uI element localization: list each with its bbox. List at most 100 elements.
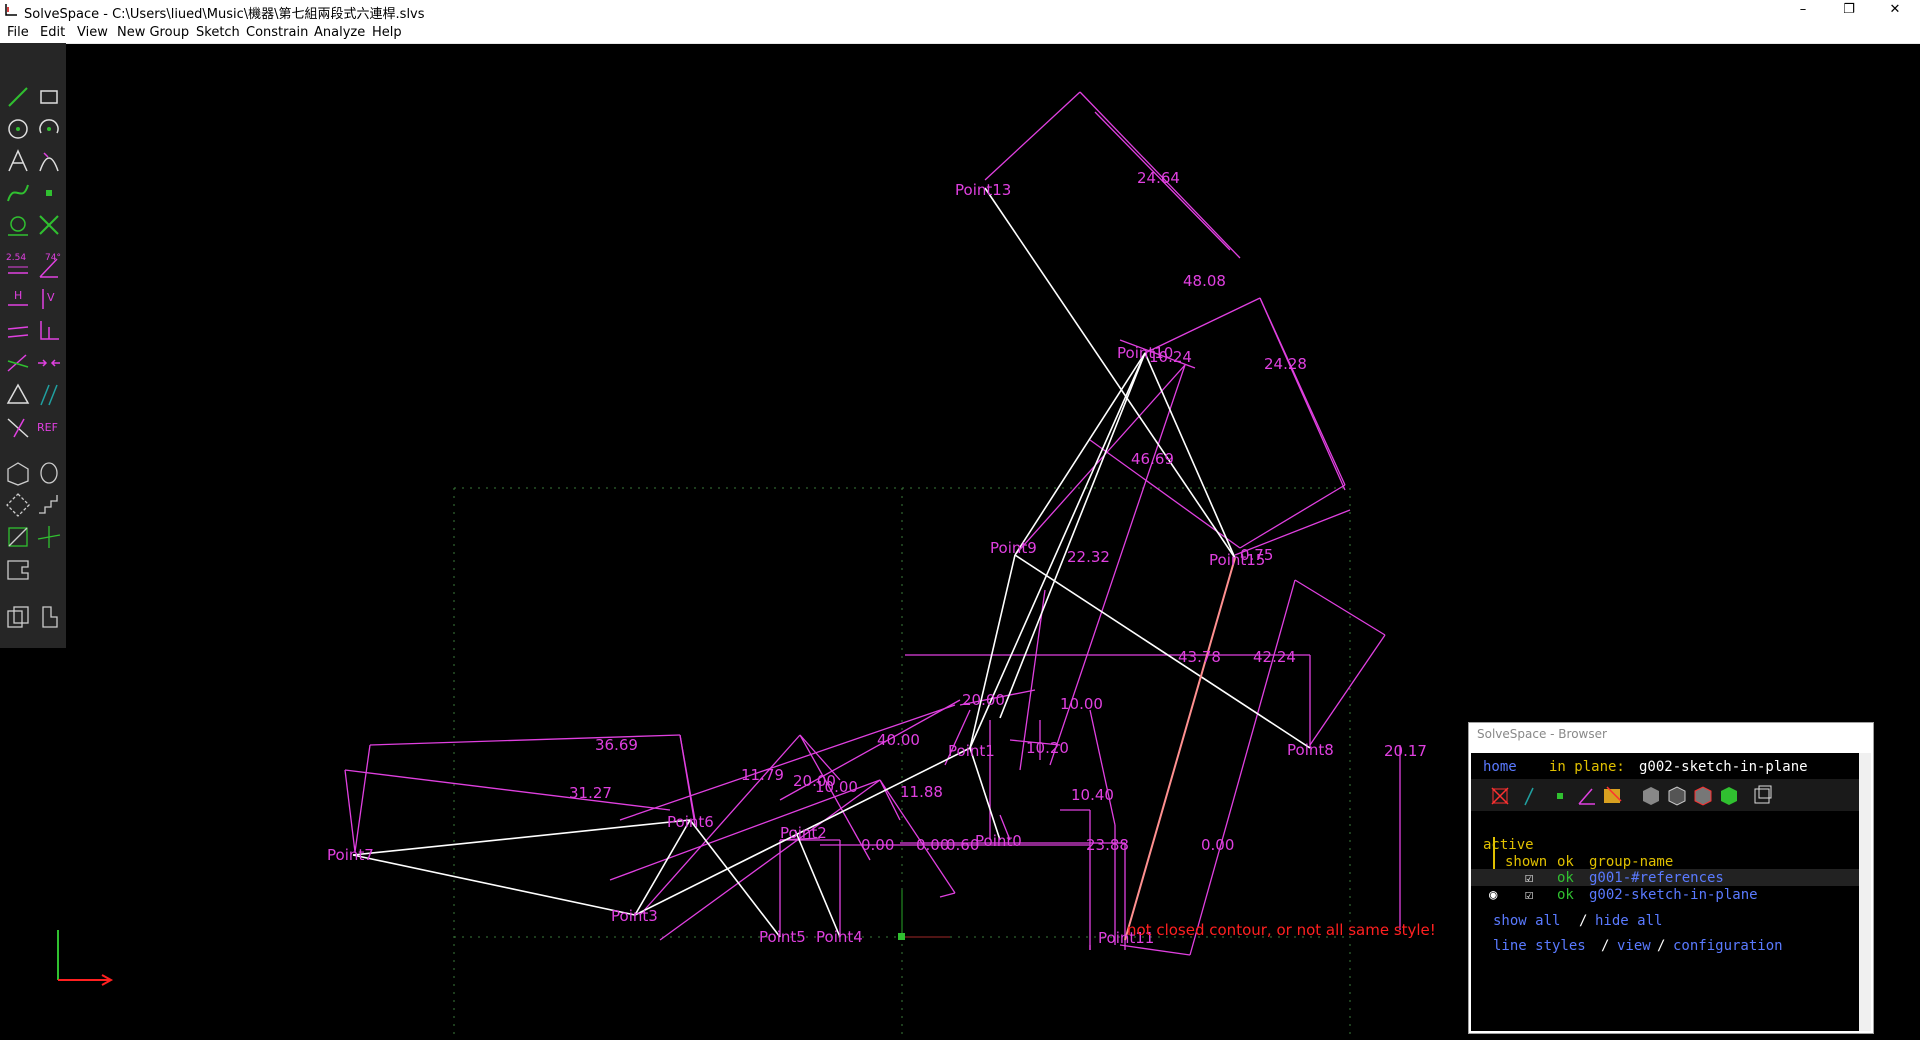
home-link[interactable]: home [1483, 759, 1517, 775]
dimension-value: 10.00 [815, 778, 858, 796]
menu-constrain[interactable]: Constrain [246, 25, 309, 40]
sketch-canvas[interactable]: Point13 Point10 Point9 Point15 Point8 Po… [0, 43, 1920, 1040]
show-mesh-icon[interactable] [1717, 783, 1741, 807]
group-shown-checkbox[interactable]: ☑ [1525, 887, 1534, 903]
point-tool-icon[interactable] [35, 179, 63, 207]
show-edges-icon[interactable] [1665, 783, 1689, 807]
menu-analyze[interactable]: Analyze [314, 25, 366, 40]
dimension-value: 10.24 [1149, 348, 1192, 366]
show-workplanes-icon[interactable] [1489, 785, 1511, 807]
dimension-value: 20.00 [793, 772, 836, 790]
dimension-value: 43.78 [1178, 648, 1221, 666]
workplane-tool-icon[interactable] [4, 211, 32, 239]
separator: / [1601, 938, 1610, 954]
menu-sketch[interactable]: Sketch [196, 25, 240, 40]
new-sketch-icon[interactable] [35, 603, 63, 631]
header-group: group-name [1589, 854, 1674, 870]
vertical-constraint-icon[interactable]: V [35, 285, 63, 313]
point-label: Point15 [1209, 551, 1265, 569]
extrude-group-icon[interactable] [4, 459, 32, 487]
menu-edit[interactable]: Edit [40, 25, 66, 40]
menu-view[interactable]: View [77, 25, 108, 40]
horizontal-constraint-icon[interactable]: H [4, 285, 32, 313]
point-label: Point8 [1287, 741, 1334, 759]
sketch-in-3d-icon[interactable] [35, 523, 63, 551]
active-group-radio[interactable]: ◉ [1489, 887, 1498, 903]
arc-tool-icon[interactable] [35, 115, 63, 143]
dim-label: 2.54 [6, 253, 27, 263]
dimension-value: 0.00 [861, 836, 894, 854]
error-message: not closed contour, or not all same styl… [1127, 921, 1436, 939]
reference-toggle-icon[interactable]: REF [35, 413, 63, 441]
show-outlines-icon[interactable] [1691, 783, 1715, 807]
lathe-group-icon[interactable] [35, 459, 63, 487]
sketch-in-plane-icon[interactable] [4, 523, 32, 551]
dimension-value: 36.69 [595, 736, 638, 754]
circle-tool-icon[interactable] [4, 115, 32, 143]
other-constraint-icon[interactable] [4, 413, 32, 441]
configuration-link[interactable]: configuration [1673, 938, 1783, 954]
show-shaded-icon[interactable] [1639, 783, 1663, 807]
point-label: Point7 [327, 846, 374, 864]
group-shown-checkbox[interactable]: ☑ [1525, 870, 1534, 886]
step-rotate-icon[interactable] [4, 491, 32, 519]
point-label: Point9 [990, 539, 1037, 557]
dimension-value: 42.24 [1253, 648, 1296, 666]
distance-constraint-icon[interactable]: 2.54 [4, 253, 32, 281]
show-normals-icon[interactable] [1519, 785, 1541, 807]
point-on-line-icon[interactable] [4, 349, 32, 377]
window-title: SolveSpace - C:\Users\liued\Music\機器\第七組… [24, 7, 425, 22]
in-plane-value: g002-sketch-in-plane [1639, 759, 1808, 775]
step-translate-icon[interactable] [35, 491, 63, 519]
title-bar: SolveSpace - C:\Users\liued\Music\機器\第七組… [0, 0, 1920, 22]
show-constraints-icon[interactable] [1576, 785, 1598, 807]
browser-scrollbar[interactable] [1859, 753, 1871, 1031]
parallel-constraint-icon[interactable] [4, 317, 32, 345]
copy-group-icon[interactable] [4, 603, 32, 631]
workplane-grid [453, 487, 1351, 1040]
equal-length-icon[interactable] [35, 381, 63, 409]
browser-content: home in plane: g002-sketch-in-plane acti… [1471, 753, 1859, 1031]
solvespace-app-icon [5, 4, 17, 16]
bezier-tool-icon[interactable] [4, 179, 32, 207]
link-import-icon[interactable] [4, 555, 32, 583]
menu-file[interactable]: File [7, 25, 29, 40]
rectangle-tool-icon[interactable] [35, 83, 63, 111]
midpoint-constraint-icon[interactable] [35, 349, 63, 377]
angle-label: 74° [45, 253, 61, 263]
point-label: Point10 [1117, 344, 1173, 362]
angle-constraint-icon[interactable]: 74° [35, 253, 63, 281]
show-points-icon[interactable] [1549, 785, 1571, 807]
minimize-button[interactable]: – [1799, 2, 1807, 17]
point-label: Point2 [780, 824, 827, 842]
dimension-value: 48.08 [1183, 272, 1226, 290]
split-curves-icon[interactable] [35, 211, 63, 239]
selected-line[interactable] [1124, 557, 1236, 941]
perpendicular-constraint-icon[interactable] [35, 317, 63, 345]
ref-label: REF [37, 421, 58, 434]
dimension-labels: 24.64 48.08 24.28 10.24 46.69 22.32 0.75… [569, 169, 1427, 854]
symmetric-constraint-icon[interactable] [4, 381, 32, 409]
group-name-link[interactable]: g002-sketch-in-plane [1589, 887, 1758, 903]
show-faces-icon[interactable] [1601, 783, 1625, 807]
close-button[interactable]: ✕ [1889, 2, 1901, 17]
menu-new-group[interactable]: New Group [117, 25, 190, 40]
show-all-link[interactable]: show all [1493, 913, 1561, 929]
show-hidden-lines-icon[interactable] [1751, 783, 1775, 807]
dimension-value: 20.00 [962, 691, 1005, 709]
line-tool-icon[interactable] [4, 83, 32, 111]
line-styles-link[interactable]: line styles [1493, 938, 1586, 954]
point-label: Point0 [975, 832, 1022, 850]
menu-help[interactable]: Help [372, 25, 402, 40]
dimension-value: 23.88 [1086, 836, 1129, 854]
dimension-value: 24.64 [1137, 169, 1180, 187]
dimension-value: 10.00 [1060, 695, 1103, 713]
tangent-arc-icon[interactable] [35, 147, 63, 175]
group-name-link[interactable]: g001-#references [1589, 870, 1724, 886]
group-ok-status: ok [1557, 887, 1574, 903]
view-link[interactable]: view [1617, 938, 1651, 954]
restore-button[interactable]: ❐ [1843, 2, 1855, 17]
hide-all-link[interactable]: hide all [1595, 913, 1663, 929]
text-tool-icon[interactable] [4, 147, 32, 175]
header-shown: shown [1505, 854, 1548, 870]
